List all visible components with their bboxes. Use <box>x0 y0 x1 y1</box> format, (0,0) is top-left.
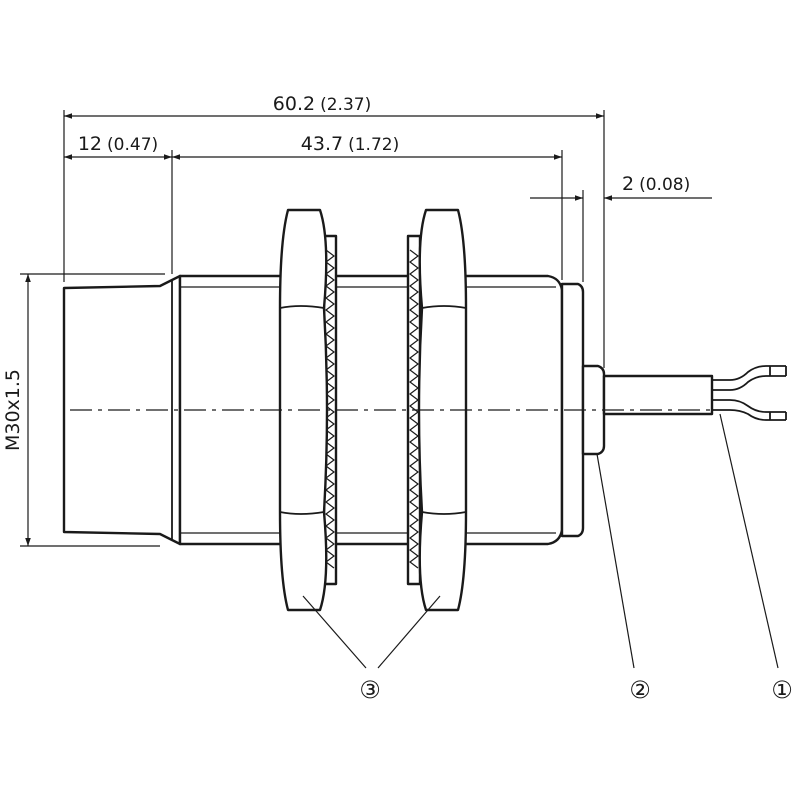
cable-wires <box>712 365 787 421</box>
overall-length-label: 60.2(2.37) <box>273 93 371 115</box>
extension-lines <box>20 110 605 547</box>
callout-cable: ① <box>771 676 793 704</box>
leader-lines <box>302 413 779 669</box>
dimension-lines <box>25 113 712 546</box>
thread-size-label: M30x1.5 <box>2 369 24 451</box>
dimension-texts: 60.2(2.37) 12(0.47) 43.7(1.72) 2(0.08) M… <box>2 93 690 451</box>
callout-lock-nuts: ③ <box>359 676 381 704</box>
collar-width-label: 2(0.08) <box>622 173 690 195</box>
callout-led-indicator: ② <box>629 676 651 704</box>
callouts: ③ ② ① <box>359 676 793 704</box>
thread-length-label: 43.7(1.72) <box>301 133 399 155</box>
front-length-label: 12(0.47) <box>78 133 158 155</box>
cable <box>602 374 714 416</box>
